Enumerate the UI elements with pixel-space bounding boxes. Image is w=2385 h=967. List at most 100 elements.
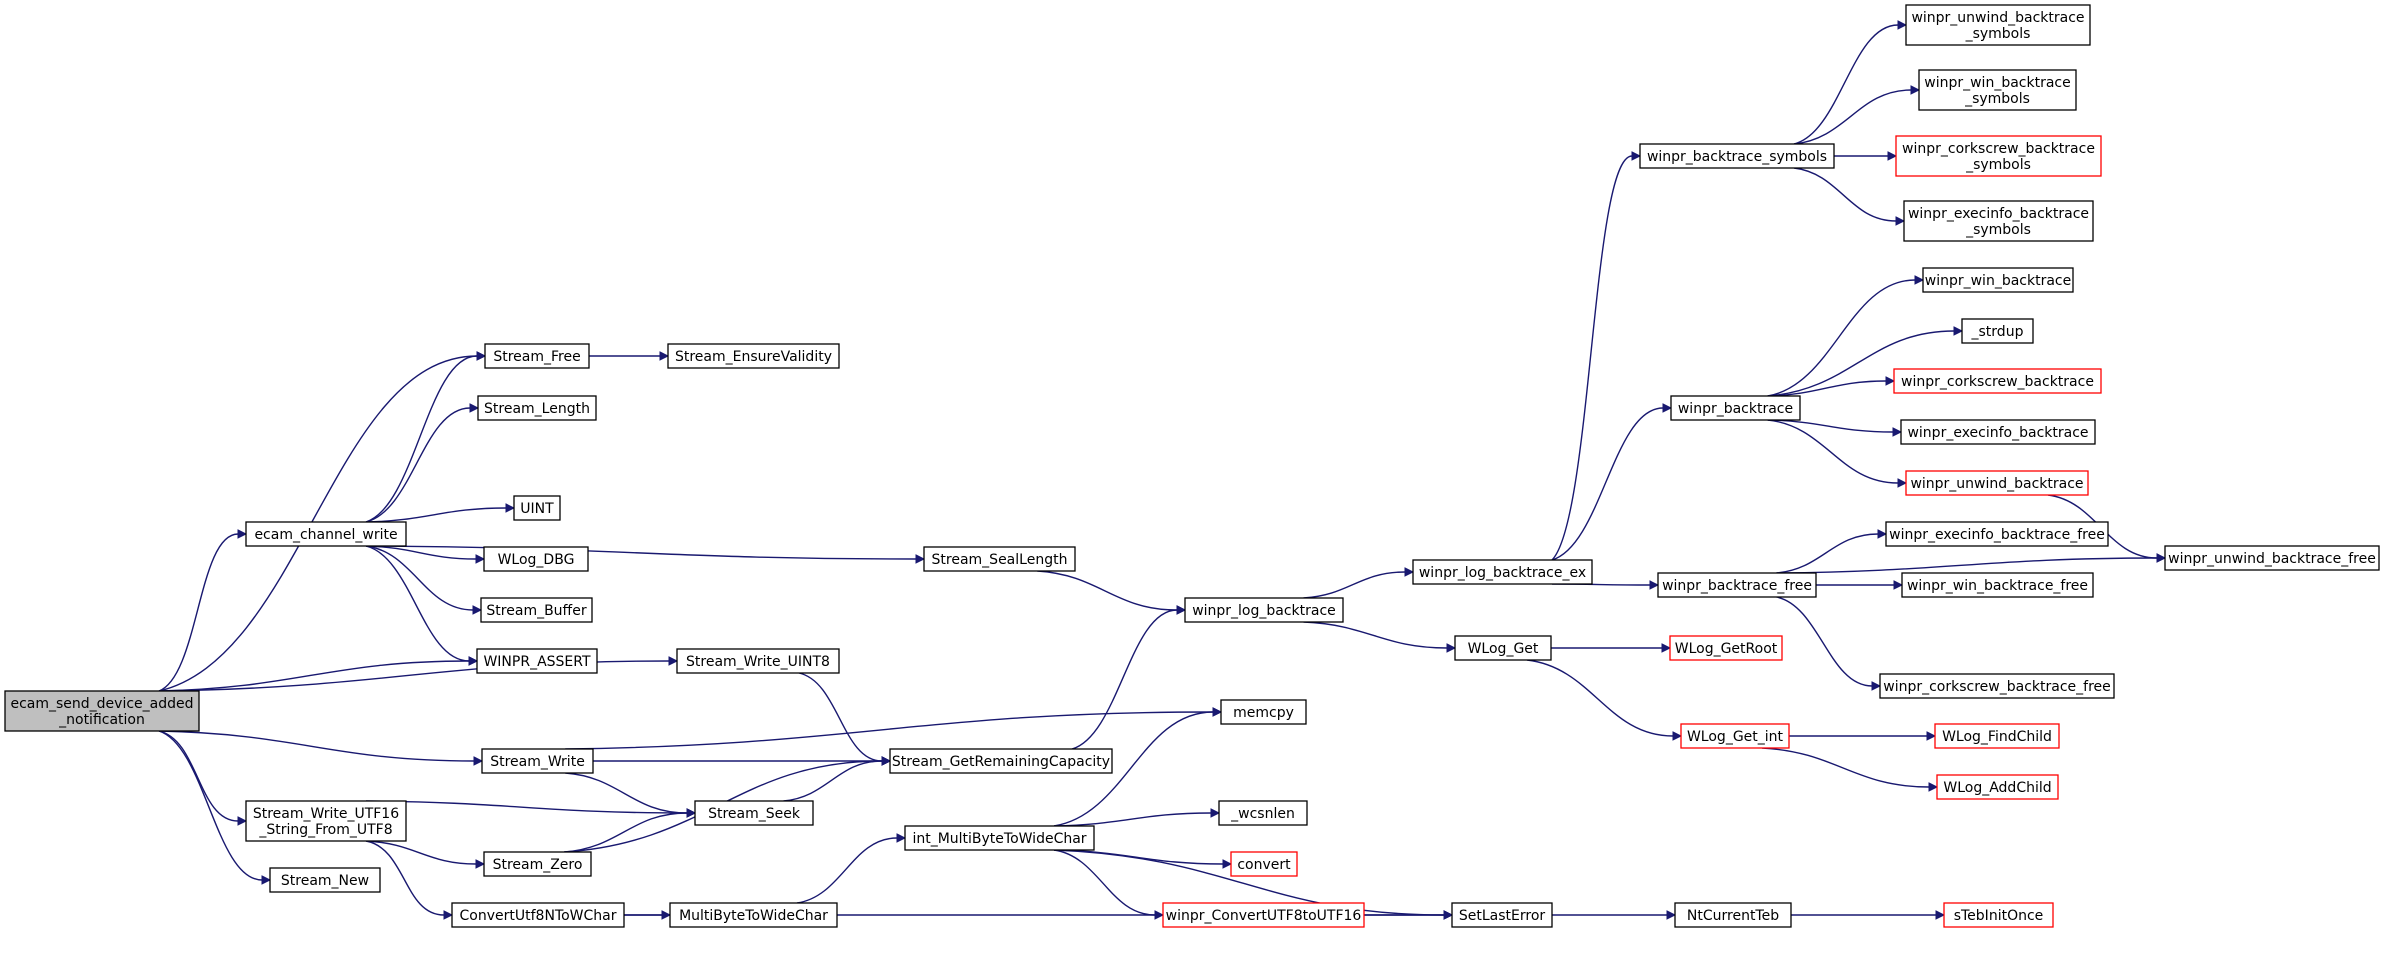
edge-line (1793, 167, 1897, 222)
function-node-uint[interactable]: UINT (513, 495, 561, 521)
function-node--wcsnlen[interactable]: _wcsnlen (1218, 800, 1308, 826)
function-node-winpr-win-backtrace[interactable]: winpr_win_backtrace (1922, 267, 2074, 293)
function-node-ecam-channel-write[interactable]: ecam_channel_write (245, 521, 407, 547)
function-node-winpr-log-backtrace[interactable]: winpr_log_backtrace (1184, 597, 1344, 623)
function-node-winpr-unwind-backtrace-free[interactable]: winpr_unwind_backtrace_free (2164, 545, 2380, 571)
node-label: Stream_EnsureValidity (675, 349, 832, 365)
edge-line (1767, 419, 1894, 433)
node-box (483, 546, 589, 572)
function-node-winpr-convertutf8toutf16[interactable]: winpr_ConvertUTF8toUTF16 (1162, 902, 1365, 928)
function-node-winpr-corkscrew-backtrace-symbols[interactable]: winpr_corkscrew_backtrace_symbols (1895, 135, 2102, 177)
node-label: Stream_Free (493, 349, 580, 365)
edge-line (365, 407, 471, 523)
call-edge (158, 730, 248, 826)
call-edge (565, 707, 1223, 750)
node-label: _symbols (1965, 26, 2031, 42)
node-box (667, 343, 840, 369)
node-label: winpr_corkscrew_backtrace (1901, 374, 2094, 390)
call-edge (365, 840, 454, 920)
node-box (1454, 635, 1552, 661)
function-node-stream-write-uint8[interactable]: Stream_Write_UINT8 (676, 648, 840, 674)
node-box (889, 748, 1113, 774)
function-node-stream-write[interactable]: Stream_Write (481, 748, 594, 774)
call-edge (1551, 151, 1642, 561)
edge-arrowhead (1928, 782, 1939, 792)
edge-arrowhead (915, 554, 926, 564)
function-node-stream-zero[interactable]: Stream_Zero (483, 851, 592, 877)
function-node-wlog-getroot[interactable]: WLog_GetRoot (1669, 635, 1783, 661)
call-graph-edges (158, 20, 2167, 920)
function-node-winpr-execinfo-backtrace-symbols[interactable]: winpr_execinfo_backtrace_symbols (1903, 200, 2094, 242)
function-node-wlog-findchild[interactable]: WLog_FindChild (1934, 723, 2060, 749)
function-node-ntcurrentteb[interactable]: NtCurrentTeb (1674, 902, 1792, 928)
edge-line (158, 730, 263, 881)
function-node-winpr-unwind-backtrace-symbols[interactable]: winpr_unwind_backtrace_symbols (1905, 4, 2091, 46)
function-node-stream-new[interactable]: Stream_New (269, 867, 381, 893)
function-node-stream-buffer[interactable]: Stream_Buffer (480, 597, 593, 623)
function-node-wlog-dbg[interactable]: WLog_DBG (483, 546, 589, 572)
node-box (1669, 635, 1783, 661)
function-node-wlog-addchild[interactable]: WLog_AddChild (1936, 774, 2059, 800)
edge-line (783, 760, 883, 802)
function-node-stream-length[interactable]: Stream_Length (477, 395, 597, 421)
function-node-stream-seek[interactable]: Stream_Seek (694, 800, 814, 826)
node-box (1680, 723, 1790, 749)
node-label: sTebInitOnce (1954, 908, 2044, 924)
function-node-winpr-backtrace-free[interactable]: winpr_backtrace_free (1657, 572, 1817, 598)
function-node-winpr-assert[interactable]: WINPR_ASSERT (476, 648, 598, 674)
function-node-memcpy[interactable]: memcpy (1220, 699, 1307, 725)
node-box (1639, 143, 1835, 169)
edge-arrowhead (1893, 580, 1904, 590)
function-node--strdup[interactable]: _strdup (1961, 318, 2034, 344)
function-node-winpr-execinfo-backtrace[interactable]: winpr_execinfo_backtrace (1900, 419, 2096, 445)
function-node-stream-write-utf16[interactable]: Stream_Write_UTF16_String_From_UTF8 (245, 800, 407, 842)
function-node-winpr-execinfo-backtrace-free[interactable]: winpr_execinfo_backtrace_free (1885, 521, 2109, 547)
call-edge (1303, 621, 1457, 653)
node-box (1943, 902, 2054, 928)
call-edge (365, 351, 487, 523)
edge-line (565, 711, 1214, 750)
node-box (1879, 673, 2115, 699)
edge-line (365, 545, 470, 662)
edge-line (158, 730, 475, 762)
edge-line (1303, 621, 1448, 649)
function-node-convert[interactable]: convert (1230, 851, 1298, 877)
edge-line (1071, 609, 1178, 750)
function-node-wlog-get-int[interactable]: WLog_Get_int (1680, 723, 1790, 749)
function-node-winpr-unwind-backtrace[interactable]: winpr_unwind_backtrace (1905, 470, 2089, 496)
function-node-winpr-corkscrew-backtrace-free[interactable]: winpr_corkscrew_backtrace_free (1879, 673, 2115, 699)
edge-arrowhead (472, 605, 483, 615)
function-node-winpr-win-backtrace-symbols[interactable]: winpr_win_backtrace_symbols (1918, 69, 2077, 111)
node-label: _symbols (1965, 222, 2031, 238)
function-node-multibytetowidechar[interactable]: MultiByteToWideChar (669, 902, 838, 928)
function-node-convertutf8ntowchar[interactable]: ConvertUtf8NToWChar (451, 902, 625, 928)
function-node-winpr-backtrace[interactable]: winpr_backtrace (1670, 395, 1801, 421)
function-node-int-multibytetowidechar[interactable]: int_MultiByteToWideChar (904, 825, 1095, 851)
edge-line (1793, 89, 1912, 145)
function-node-stream-ensurevalidity[interactable]: Stream_EnsureValidity (667, 343, 840, 369)
node-label: winpr_win_backtrace (1924, 75, 2070, 91)
function-node-stream-seallength[interactable]: Stream_SealLength (923, 546, 1076, 572)
edge-line (365, 545, 474, 611)
call-edge (1053, 849, 1165, 920)
edge-arrowhead (1895, 216, 1906, 226)
function-node-winpr-corkscrew-backtrace[interactable]: winpr_corkscrew_backtrace (1893, 368, 2102, 394)
call-edge (158, 730, 272, 885)
function-node-winpr-backtrace-symbols[interactable]: winpr_backtrace_symbols (1639, 143, 1835, 169)
node-box (476, 648, 598, 674)
function-node-winpr-log-backtrace-ex[interactable]: winpr_log_backtrace_ex (1412, 559, 1593, 585)
edge-line (1767, 380, 1887, 397)
node-box (923, 546, 1076, 572)
function-node-stream-getremainingcapacity[interactable]: Stream_GetRemainingCapacity (889, 748, 1113, 774)
edge-line (1776, 557, 2158, 574)
call-graph-nodes: ecam_send_device_added_notificationStrea… (4, 4, 2380, 928)
function-node-stream-free[interactable]: Stream_Free (484, 343, 590, 369)
node-label: Stream_Write_UTF16 (253, 806, 399, 822)
function-node-wlog-get[interactable]: WLog_Get (1454, 635, 1552, 661)
function-node-winpr-win-backtrace-free[interactable]: winpr_win_backtrace_free (1901, 572, 2094, 598)
edge-line (365, 355, 478, 523)
function-node-stebinitonce[interactable]: sTebInitOnce (1943, 902, 2054, 928)
function-node-ecam-send[interactable]: ecam_send_device_added_notification (4, 690, 200, 732)
call-edge (1767, 376, 1896, 397)
function-node-setlasterror[interactable]: SetLastError (1451, 902, 1553, 928)
